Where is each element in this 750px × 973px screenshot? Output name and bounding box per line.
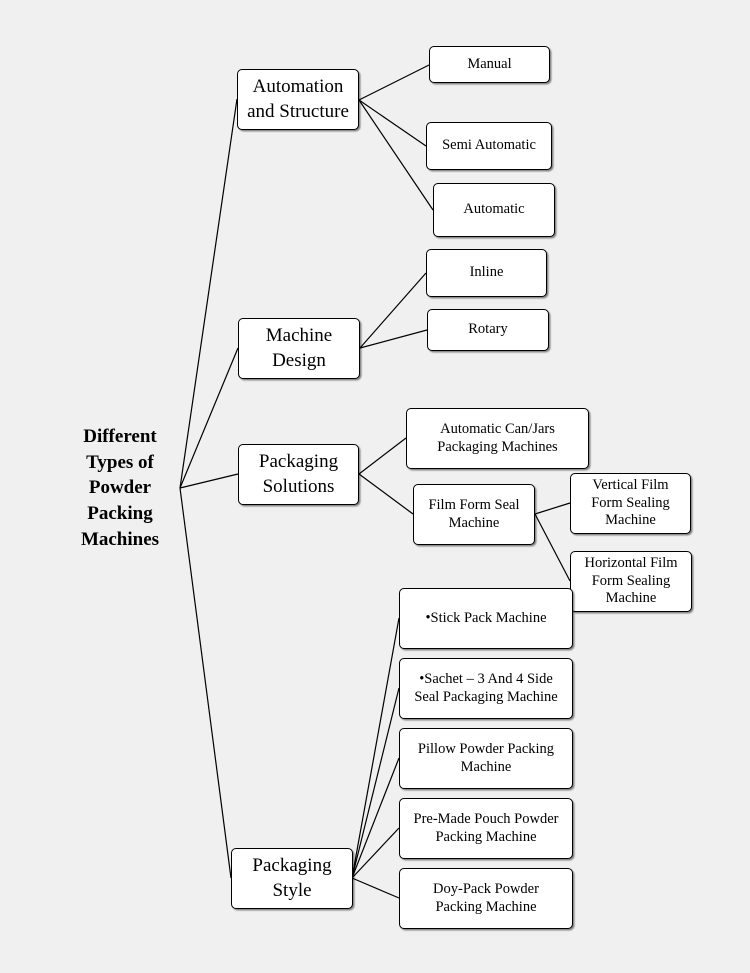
node-semi-automatic: Semi Automatic [426,122,552,170]
connector-style-premade [351,827,400,879]
connector-style-stick [351,617,400,879]
connector-solutions-canjars [358,437,407,475]
node-pre-made-pouch: Pre-Made Pouch Powder Packing Machine [399,798,573,859]
connector-root-automation [179,98,238,489]
connector-style-pillow [351,757,400,879]
connector-automation-semi [358,99,427,147]
node-film-form-seal: Film Form Seal Machine [413,484,535,545]
node-automatic: Automatic [433,183,555,237]
connector-style-sachet [351,687,400,879]
node-pillow-powder: Pillow Powder Packing Machine [399,728,573,789]
connector-root-style [179,487,232,879]
node-rotary: Rotary [427,309,549,351]
category-packaging-style: Packaging Style [231,848,353,909]
connector-root-design [179,347,239,489]
connector-style-doypack [351,877,400,899]
node-inline: Inline [426,249,547,297]
node-manual: Manual [429,46,550,83]
node-doy-pack: Doy-Pack Powder Packing Machine [399,868,573,929]
node-vertical-film-form-sealing: Vertical Film Form Sealing Machine [570,473,691,534]
root-title: Different Types of Powder Packing Machin… [80,426,160,550]
node-sachet: •Sachet – 3 And 4 Side Seal Packaging Ma… [399,658,573,719]
connector-automation-automatic [358,99,434,211]
connector-design-inline [359,272,427,349]
category-machine-design: Machine Design [238,318,360,379]
node-stick-pack: •Stick Pack Machine [399,588,573,649]
category-automation-and-structure: Automation and Structure [237,69,359,130]
connector-solutions-ffs [358,473,414,515]
connector-automation-manual [358,64,430,101]
category-packaging-solutions: Packaging Solutions [238,444,359,505]
connector-design-rotary [359,329,428,349]
node-automatic-can-jars: Automatic Can/Jars Packaging Machines [406,408,589,469]
node-horizontal-film-form-sealing: Horizontal Film Form Sealing Machine [570,551,692,612]
connector-root-solutions [179,473,239,489]
connector-ffs-horizontal [534,513,571,582]
connector-ffs-vertical [534,502,571,515]
